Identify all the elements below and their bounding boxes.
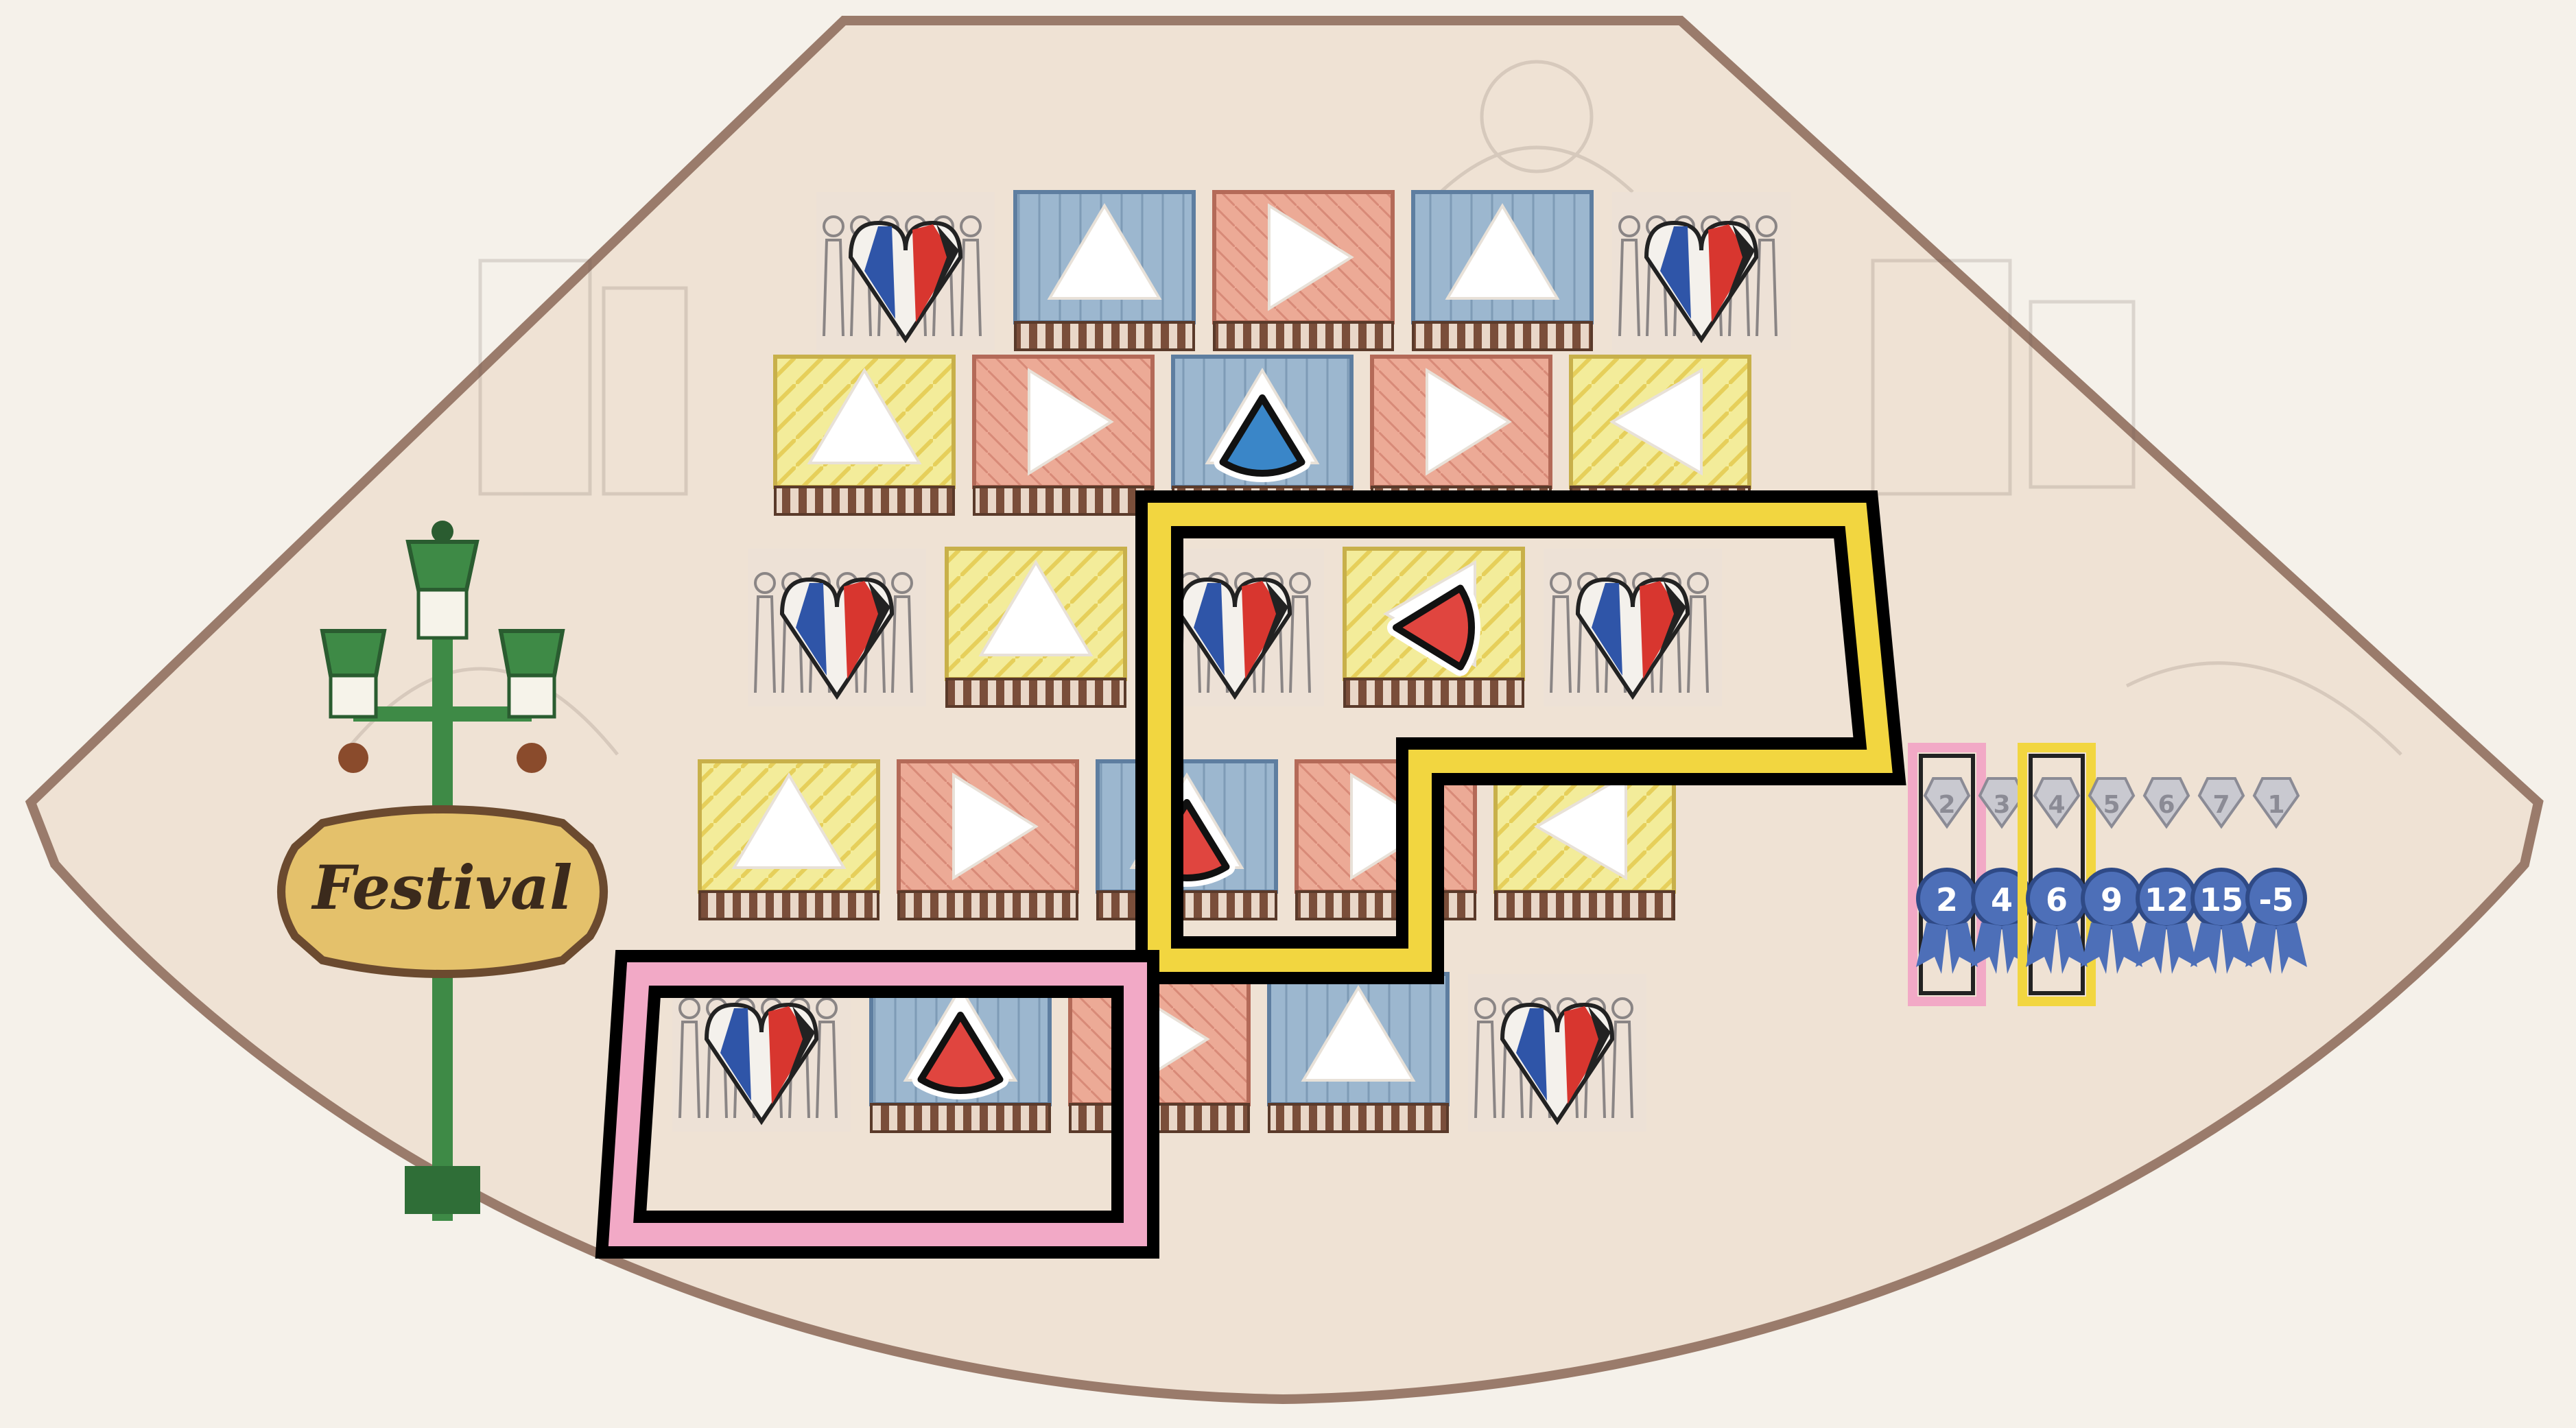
yellow-tent-tile xyxy=(700,761,878,919)
festival-label: Festival xyxy=(311,852,573,923)
ribbon-top-value: 5 xyxy=(2103,791,2120,819)
crowd-tile xyxy=(816,192,995,350)
ribbon-score-value: 12 xyxy=(2144,881,2188,918)
pink-tent-tile xyxy=(899,761,1077,919)
ribbon-score-value: 6 xyxy=(2046,881,2068,918)
crowd-tile xyxy=(1612,192,1791,350)
ribbon-score-value: -5 xyxy=(2258,881,2293,918)
ribbon-top-value: 6 xyxy=(2158,791,2175,819)
crowd-tile xyxy=(1544,549,1722,706)
blue-tent-tile xyxy=(1269,974,1447,1132)
ribbon-top-value: 1 xyxy=(2267,791,2284,819)
crowd-tile xyxy=(748,549,926,706)
ribbon-top-value: 4 xyxy=(2048,791,2065,819)
ribbon-score-value: 9 xyxy=(2101,881,2123,918)
ribbon-score-value: 4 xyxy=(1991,881,2013,918)
ribbon-top-value: 2 xyxy=(1938,791,1955,819)
blue-tent-tile xyxy=(1015,192,1194,350)
ribbon-score-value: 15 xyxy=(2199,881,2243,918)
festival-sign: Festival xyxy=(281,809,604,974)
crowd-tile xyxy=(1468,974,1646,1132)
pink-tent-tile xyxy=(974,357,1153,514)
yellow-tent-tile xyxy=(947,549,1125,706)
blue-tent-tile xyxy=(1413,192,1592,350)
ribbon-top-value: 7 xyxy=(2212,791,2230,819)
ribbon-top-value: 3 xyxy=(1993,791,2010,819)
pink-tent-tile xyxy=(1214,192,1393,350)
ribbon-score-value: 2 xyxy=(1936,881,1958,918)
yellow-tent-tile xyxy=(775,357,954,514)
